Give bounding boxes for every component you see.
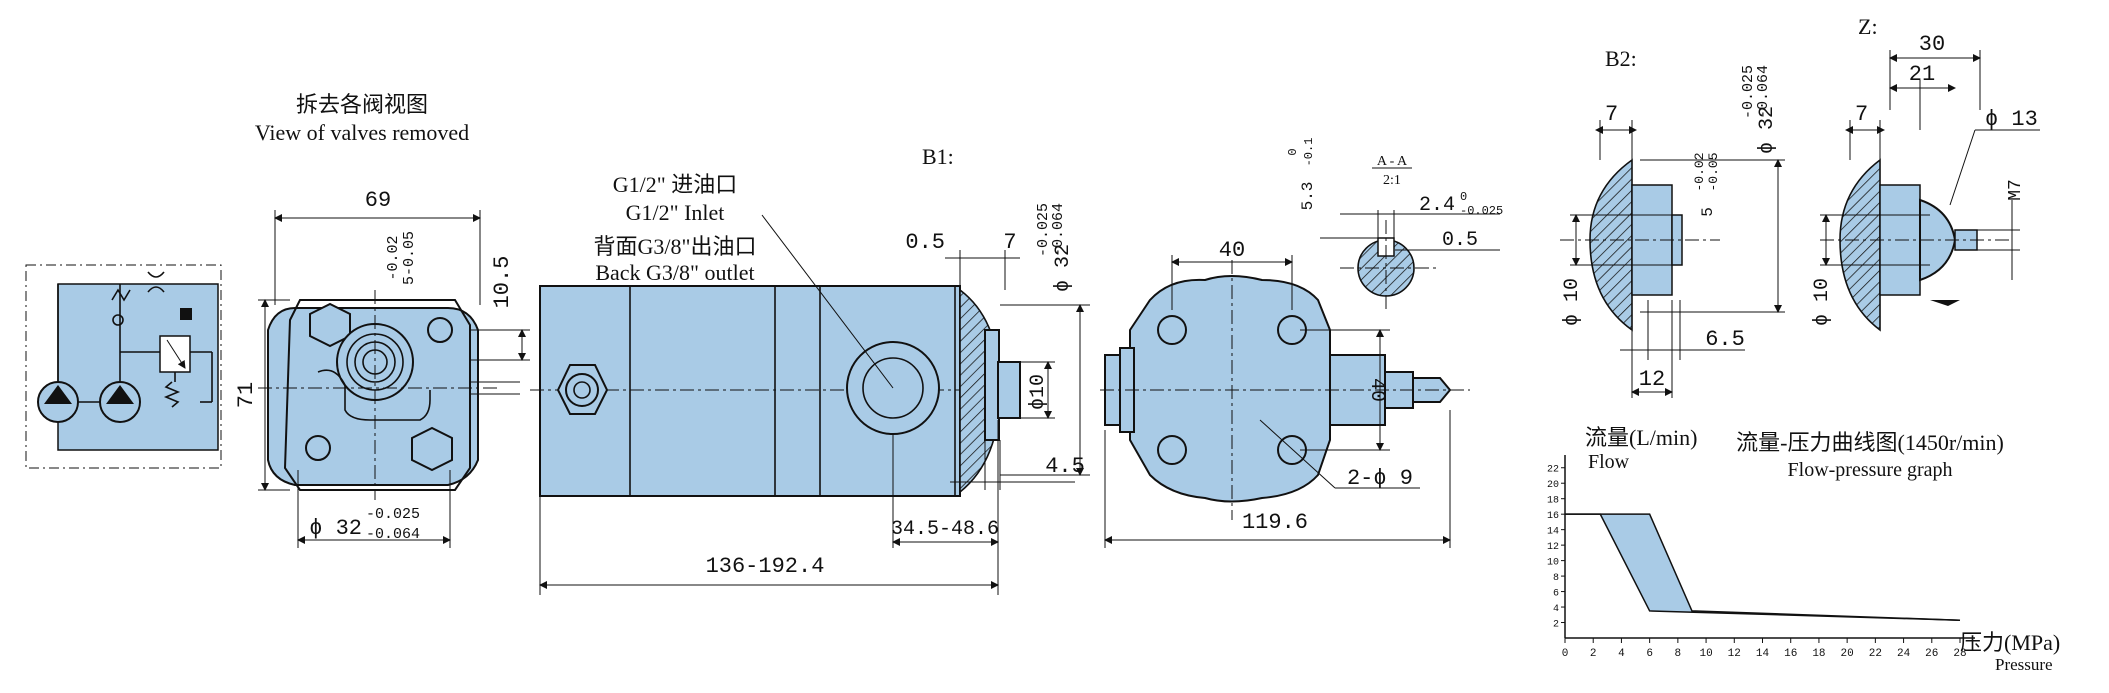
graph-title-cn: 流量-压力曲线图(1450r/min) xyxy=(1736,430,2004,455)
graph-y-tick-label: 8 xyxy=(1553,573,1559,584)
front-view: 40 40 2-ϕ 9 119.6 xyxy=(1100,238,1470,548)
graph-y-tick-label: 6 xyxy=(1553,589,1559,600)
graph-y-tick-label: 4 xyxy=(1553,604,1559,615)
b2-dim-6-5: 6.5 xyxy=(1705,327,1745,352)
z-dim-7: 7 xyxy=(1855,102,1868,127)
key-5-3-tol: 0 xyxy=(1286,148,1300,155)
dim-4-5: 4.5 xyxy=(1045,454,1085,479)
graph-x-tick-label: 8 xyxy=(1675,648,1682,660)
graph-xlabel-cn: 压力(MPa) xyxy=(1960,630,2060,655)
graph-y-tick-label: 10 xyxy=(1547,558,1559,569)
graph-x-tick-label: 6 xyxy=(1646,648,1653,660)
b2-phi32: ϕ 32 xyxy=(1756,106,1779,154)
z-dim-30: 30 xyxy=(1919,32,1945,57)
dim-40-vertical: 40 xyxy=(1365,378,1388,402)
graph-y-tick-label: 12 xyxy=(1547,542,1559,553)
b2-key-a: -0.02 xyxy=(1692,152,1707,191)
dim-phi32-lower: -0.064 xyxy=(366,526,420,543)
b2-key-b: -0.05 xyxy=(1706,152,1721,191)
valves-title-cn: 拆去各阀视图 xyxy=(296,92,428,117)
valves-removed-view: 拆去各阀视图 View of valves removed 69 71 10.5… xyxy=(234,92,530,548)
graph-y-tick-label: 18 xyxy=(1547,496,1559,507)
hydraulic-schematic xyxy=(25,264,222,469)
graph-x-tick-label: 10 xyxy=(1699,648,1712,660)
graph-x-tick-label: 20 xyxy=(1841,648,1854,660)
section-a-a: A - A 2:1 5.3 0 -0.1 2.4 0 -0.025 0.5 xyxy=(1286,138,1503,310)
dim-7: 7 xyxy=(1003,230,1016,255)
dim-phi32: ϕ 32 xyxy=(309,516,362,541)
graph-y-tick-label: 22 xyxy=(1547,465,1559,476)
graph-x-tick-label: 22 xyxy=(1869,648,1882,660)
dim-69: 69 xyxy=(365,188,391,213)
graph-ylabel-en: Flow xyxy=(1588,451,1630,473)
graph-y-tick-label: 2 xyxy=(1553,620,1559,631)
graph-flow-band xyxy=(1565,514,1960,621)
valves-title-en: View of valves removed xyxy=(255,120,469,145)
flow-pressure-graph: 流量(L/min) Flow 流量-压力曲线图(1450r/min) Flow-… xyxy=(1547,425,2060,674)
graph-xlabel-en: Pressure xyxy=(1995,655,2053,674)
b2-dim-7: 7 xyxy=(1605,102,1618,127)
graph-x-tick-label: 0 xyxy=(1562,648,1569,660)
graph-x-tick-label: 2 xyxy=(1590,648,1597,660)
b1-phi10: ϕ10 xyxy=(1027,374,1050,410)
z-dim-m7: M7 xyxy=(2006,179,2026,201)
dim-40: 40 xyxy=(1219,238,1245,263)
b2-label: B2: xyxy=(1605,46,1637,71)
z-label: Z: xyxy=(1858,14,1878,39)
z-dim-phi13: ϕ 13 xyxy=(1985,107,2038,132)
b1-phi32-lower: -0.064 xyxy=(1050,203,1067,257)
key-2-4: 2.4 xyxy=(1419,194,1455,217)
b1-label: B1: xyxy=(922,144,954,169)
graph-x-tick-label: 16 xyxy=(1784,648,1797,660)
graph-x-tick-label: 12 xyxy=(1728,648,1741,660)
side-view: G1/2" 进油口 G1/2" Inlet 背面G3/8"出油口 Back G3… xyxy=(530,144,1090,595)
key-5-3: 5.3 xyxy=(1299,182,1317,211)
graph-lower-curve xyxy=(1565,513,1961,621)
detail-b2: B2: 7 -0.025 -0.064 ϕ 32 -0.02 -0.05 5 ϕ… xyxy=(1560,46,1785,398)
graph-x-tick-label: 18 xyxy=(1812,648,1825,660)
graph-x-tick-label: 24 xyxy=(1897,648,1911,660)
inlet-en: G1/2" Inlet xyxy=(626,200,725,225)
dim-119-6: 119.6 xyxy=(1242,510,1308,535)
graph-title-en: Flow-pressure graph xyxy=(1788,459,1953,481)
key-2-4-tol: 0 xyxy=(1460,190,1467,204)
graph-ylabel-cn: 流量(L/min) xyxy=(1585,425,1697,450)
b2-tol-a: -0.025 xyxy=(1740,65,1757,119)
graph-x-tick-label: 28 xyxy=(1953,648,1966,660)
inlet-cn: G1/2" 进油口 xyxy=(613,172,737,197)
graph-x-tick-label: 14 xyxy=(1756,648,1770,660)
tol-bot: 5-0.05 xyxy=(401,231,418,285)
b1-phi32: ϕ 32 xyxy=(1052,244,1075,292)
dim-34-5-48-6: 34.5-48.6 xyxy=(891,518,999,541)
graph-y-tick-label: 14 xyxy=(1547,527,1559,538)
z-dim-21: 21 xyxy=(1909,62,1935,87)
dim-71: 71 xyxy=(234,382,259,408)
section-title: A - A xyxy=(1377,154,1408,169)
dim-0-5: 0.5 xyxy=(905,230,945,255)
section-scale: 2:1 xyxy=(1383,173,1401,188)
b2-phi10: ϕ 10 xyxy=(1561,278,1584,326)
graph-x-tick-label: 4 xyxy=(1618,648,1625,660)
dim-136-192-4: 136-192.4 xyxy=(706,554,825,579)
key-2-4-tol2: -0.025 xyxy=(1460,204,1503,218)
b1-phi32-upper: -0.025 xyxy=(1035,203,1052,257)
z-dim-phi10: ϕ 10 xyxy=(1811,278,1834,326)
b2-tol-b: -0.064 xyxy=(1755,65,1772,119)
dim-holes: 2-ϕ 9 xyxy=(1347,466,1413,491)
outlet-en: Back G3/8" outlet xyxy=(595,260,754,285)
tol-top: -0.02 xyxy=(385,235,402,280)
detail-z: Z: 30 21 7 ϕ 13 M7 ϕ 10 xyxy=(1811,14,2040,332)
outlet-cn: 背面G3/8"出油口 xyxy=(594,234,757,259)
dim-10-5: 10.5 xyxy=(490,256,515,309)
key-0-5: 0.5 xyxy=(1442,229,1478,252)
graph-x-tick-label: 26 xyxy=(1925,648,1938,660)
b2-key: 5 xyxy=(1699,207,1717,217)
graph-y-tick-label: 20 xyxy=(1547,480,1559,491)
key-5-3-tol2: -0.1 xyxy=(1302,138,1316,167)
graph-y-tick-label: 16 xyxy=(1547,511,1559,522)
b2-dim-12: 12 xyxy=(1639,367,1665,392)
dim-phi32-upper: -0.025 xyxy=(366,506,420,523)
